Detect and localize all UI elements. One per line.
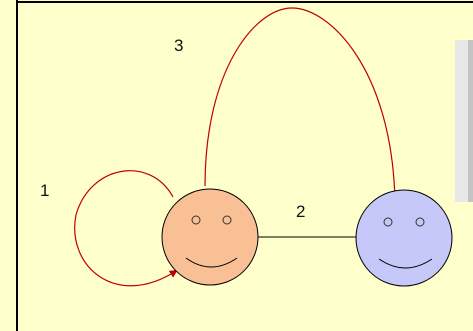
right-face-left-eye	[383, 217, 393, 227]
left-face-smile	[185, 257, 238, 268]
self-loop-arrow	[74, 170, 178, 287]
left-face-node	[161, 188, 259, 286]
arc-arrow	[204, 7, 399, 203]
right-face-smile	[378, 258, 433, 269]
side-panel-edge	[468, 40, 473, 202]
right-face-node	[355, 189, 453, 287]
self-loop-label: 1	[40, 181, 50, 200]
left-face-circle	[161, 188, 259, 286]
edge-label: 2	[296, 202, 306, 221]
right-face-right-eye	[415, 217, 425, 227]
left-face-right-eye	[222, 215, 232, 225]
right-face-circle	[355, 189, 453, 287]
arc-label: 3	[174, 36, 184, 55]
left-face-left-eye	[191, 215, 201, 225]
